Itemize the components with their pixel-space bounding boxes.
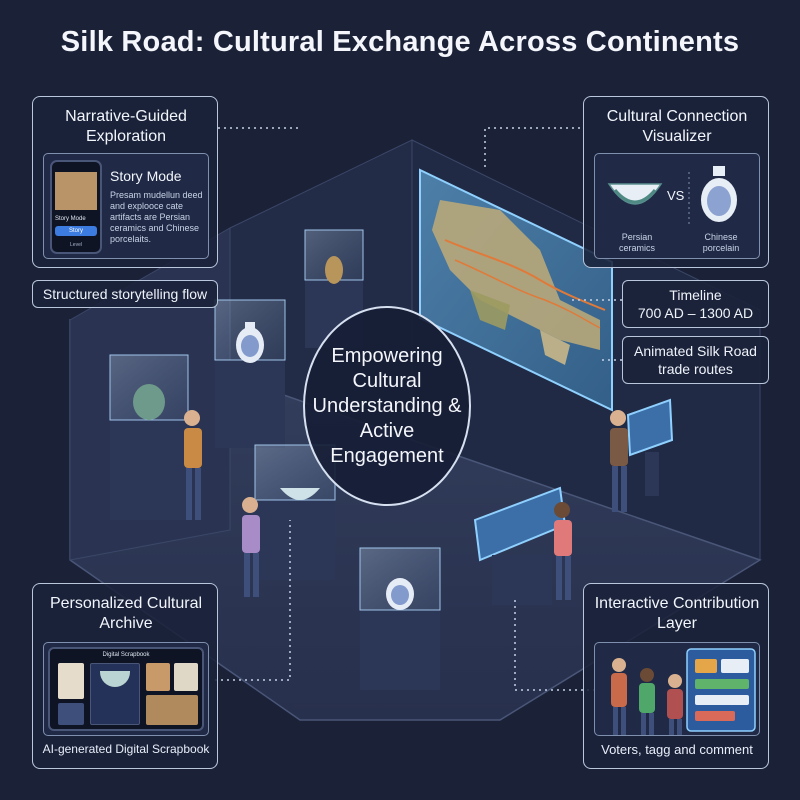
trade-routes-tag: Animated Silk Road trade routes: [622, 336, 769, 384]
person-icon: [610, 410, 628, 512]
contribution-title: Interactive Contribution Layer: [594, 595, 760, 632]
narrative-title: Narrative-Guided Exploration: [65, 108, 187, 145]
vase-icon: [236, 322, 264, 363]
bowl-icon: [100, 671, 130, 687]
archive-caption: AI-generated Digital Scrapbook: [42, 742, 210, 756]
contribution-caption: Voters, tagg and comment: [601, 742, 753, 757]
archive-title: Personalized Cultural Archive: [49, 595, 203, 632]
person-icon: [242, 497, 260, 597]
vase-icon: [701, 166, 737, 222]
story-mode-text: Presam mudellun deed and explooce cate a…: [110, 190, 203, 244]
narrative-panel: Narrative-Guided Exploration Story Mode …: [32, 96, 218, 268]
person-icon: [667, 674, 683, 735]
comparison-card[interactable]: VS Persian ceramics Chinese porcelain: [594, 153, 760, 259]
touchscreen-icon: [626, 398, 674, 496]
archive-panel: Personalized Cultural Archive Digital Sc…: [32, 583, 218, 769]
visualizer-panel: Cultural Connection Visualizer VS Persia…: [583, 96, 769, 268]
display-case: [359, 547, 441, 690]
contribution-scene[interactable]: [594, 642, 760, 736]
person-icon: [184, 410, 202, 520]
scrapbook-tablet[interactable]: Digital Scrapbook: [43, 642, 209, 736]
vase-icon: [386, 578, 414, 610]
bowl-icon: [607, 183, 663, 205]
world-map-icon: [419, 168, 613, 412]
story-mode-card[interactable]: Story Mode Story Level Story Mode Presam…: [43, 153, 209, 259]
phone-story-button[interactable]: Story: [55, 226, 97, 236]
touchscreen-icon: [686, 648, 756, 732]
vs-label: VS: [667, 188, 685, 203]
phone-label: Story Mode: [55, 216, 86, 222]
person-icon: [611, 658, 627, 735]
storytelling-tag: Structured storytelling flow: [32, 280, 218, 308]
person-icon: [554, 502, 572, 600]
page-title: Silk Road: Cultural Exchange Across Cont…: [60, 26, 740, 58]
touchscreen-icon: [473, 486, 567, 605]
display-case: [214, 299, 286, 448]
display-case: [254, 444, 336, 580]
bowl-icon: [280, 488, 320, 500]
central-theme: Empowering Cultural Understanding & Acti…: [303, 306, 471, 506]
persian-ceramics-label: Persian ceramics: [618, 232, 655, 253]
contribution-panel: Interactive Contribution Layer: [583, 583, 769, 769]
timeline-tag: Timeline 700 AD – 1300 AD: [622, 280, 769, 328]
person-icon: [639, 668, 655, 735]
central-theme-text: Empowering Cultural Understanding & Acti…: [312, 344, 462, 467]
smartphone-icon: Story Mode Story Level: [50, 160, 102, 254]
tablet-title: Digital Scrapbook: [102, 652, 150, 658]
story-mode-title: Story Mode: [110, 168, 182, 184]
visualizer-title: Cultural Connection Visualizer: [606, 108, 748, 145]
timeline-range: 700 AD – 1300 AD: [637, 305, 754, 321]
phone-footer: Level: [70, 242, 82, 248]
display-case: [109, 354, 189, 520]
timeline-label: Timeline: [669, 287, 722, 303]
chinese-porcelain-label: Chinese porcelain: [702, 232, 740, 253]
tablet-icon: Digital Scrapbook: [48, 647, 204, 731]
